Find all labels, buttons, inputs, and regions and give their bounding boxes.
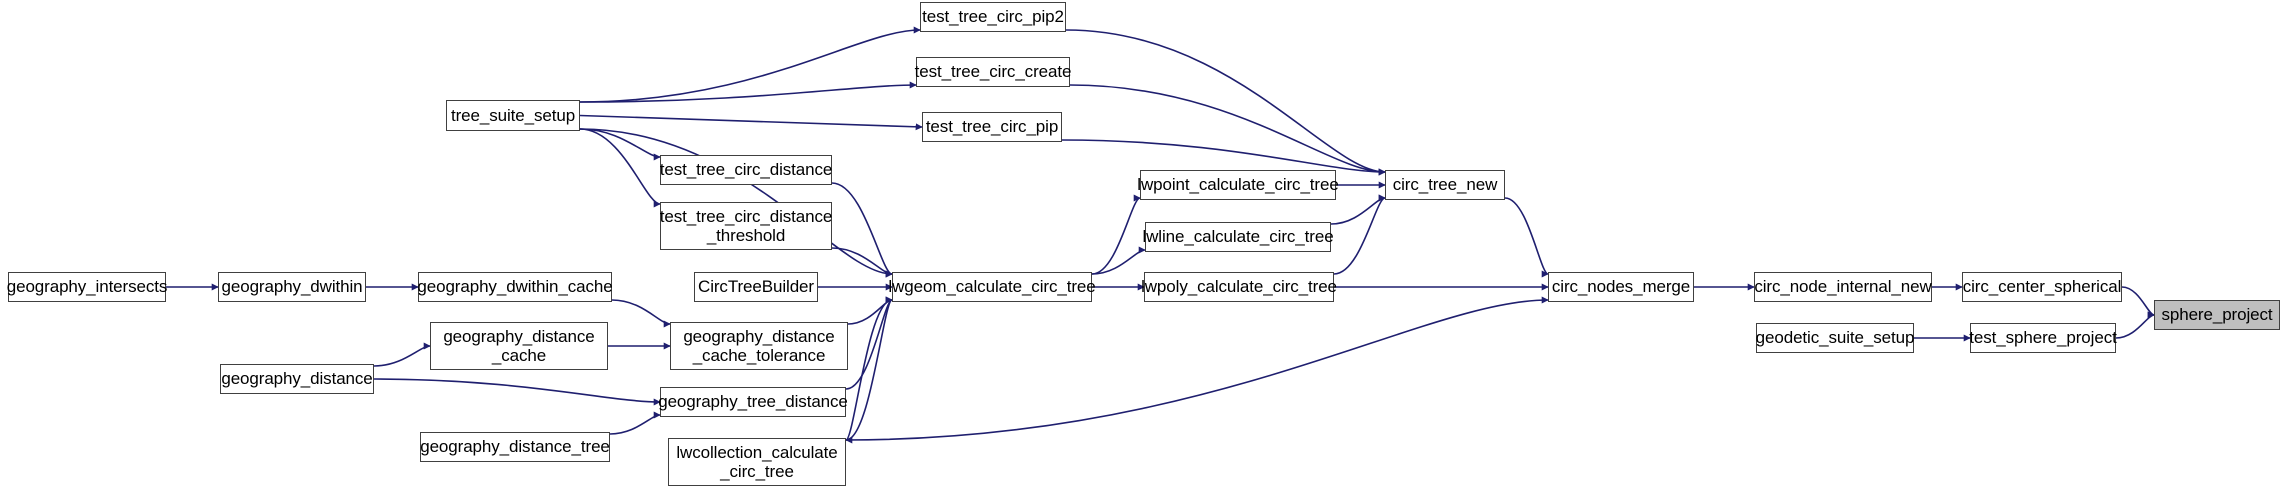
graph-node-geography_distance_cache[interactable]: geography_distance _cache xyxy=(430,322,608,370)
graph-node-label: geography_distance_tree xyxy=(420,437,610,457)
graph-node-geography_distance_tree[interactable]: geography_distance_tree xyxy=(420,432,610,462)
graph-node-label: circ_center_spherical xyxy=(1962,277,2122,297)
graph-node-lwgeom_calculate_circ_tree[interactable]: lwgeom_calculate_circ_tree xyxy=(888,272,1096,302)
graph-node-label: geography_dwithin xyxy=(221,277,363,297)
graph-node-tree_suite_setup[interactable]: tree_suite_setup xyxy=(446,100,580,131)
graph-node-geodetic_suite_setup[interactable]: geodetic_suite_setup xyxy=(1756,323,1914,353)
graph-node-label: geography_distance _cache_tolerance xyxy=(683,326,835,365)
graph-edge-test_tree_circ_pip2--circ_tree_new xyxy=(1065,29,1386,176)
graph-edge-lwcollection_calculate_circ_tree--lwgeom_calculate_circ_tree xyxy=(845,296,893,441)
graph-edge-geography_tree_distance--lwgeom_calculate_circ_tree xyxy=(845,296,893,390)
graph-edge-tree_suite_setup--test_tree_circ_distance xyxy=(579,128,661,161)
graph-edge-test_tree_circ_pip--circ_tree_new xyxy=(1061,139,1386,176)
graph-edge-lwgeom_calculate_circ_tree--lwline_calculate_circ_tree xyxy=(1091,246,1146,275)
graph-node-lwpoint_calculate_circ_tree[interactable]: lwpoint_calculate_circ_tree xyxy=(1137,170,1339,200)
graph-edge-tree_suite_setup--test_tree_circ_create xyxy=(579,81,917,103)
graph-node-test_tree_circ_pip[interactable]: test_tree_circ_pip xyxy=(922,112,1062,142)
graph-node-label: circ_tree_new xyxy=(1392,175,1498,195)
graph-node-test_sphere_project[interactable]: test_sphere_project xyxy=(1969,323,2117,353)
graph-node-lwline_calculate_circ_tree[interactable]: lwline_calculate_circ_tree xyxy=(1142,222,1334,252)
graph-node-circ_tree_new[interactable]: circ_tree_new xyxy=(1385,170,1505,200)
graph-edge-tree_suite_setup--test_tree_circ_pip xyxy=(579,114,923,131)
graph-node-label: test_sphere_project xyxy=(1969,328,2117,348)
graph-edge-test_tree_circ_create--circ_tree_new xyxy=(1069,84,1386,176)
graph-node-label: circ_node_internal_new xyxy=(1754,277,1932,297)
graph-node-label: geography_dwithin_cache xyxy=(417,277,613,297)
graph-node-CircTreeBuilder[interactable]: CircTreeBuilder xyxy=(694,272,818,302)
graph-edge-test_tree_circ_distance--lwgeom_calculate_circ_tree xyxy=(831,182,893,278)
graph-node-circ_center_spherical[interactable]: circ_center_spherical xyxy=(1962,272,2122,302)
graph-node-geography_distance_cache_tolerance[interactable]: geography_distance _cache_tolerance xyxy=(670,322,848,370)
graph-edge-geography_distance--geography_distance_cache xyxy=(373,342,431,367)
graph-node-geography_dwithin[interactable]: geography_dwithin xyxy=(218,272,366,302)
graph-edge-geography_distance_tree--geography_tree_distance xyxy=(609,411,661,435)
graph-node-label: tree_suite_setup xyxy=(450,105,576,125)
graph-node-geography_distance[interactable]: geography_distance xyxy=(220,364,374,394)
graph-node-test_tree_circ_create[interactable]: test_tree_circ_create xyxy=(915,57,1071,87)
graph-edge-lwpoly_calculate_circ_tree--circ_tree_new xyxy=(1333,194,1386,275)
graph-node-label: CircTreeBuilder xyxy=(698,277,814,297)
graph-node-label: circ_nodes_merge xyxy=(1551,277,1691,297)
graph-edge-lwcollection_calculate_circ_tree--circ_nodes_merge xyxy=(845,296,1549,441)
graph-node-test_tree_circ_pip2[interactable]: test_tree_circ_pip2 xyxy=(920,2,1066,32)
graph-node-sphere_project[interactable]: sphere_project xyxy=(2154,300,2280,330)
graph-edge-tree_suite_setup--test_tree_circ_pip2 xyxy=(579,26,921,103)
graph-edge-tree_suite_setup--test_tree_circ_distance_threshold xyxy=(579,128,661,208)
graph-node-circ_nodes_merge[interactable]: circ_nodes_merge xyxy=(1548,272,1694,302)
graph-edge-lwgeom_calculate_circ_tree--lwpoint_calculate_circ_tree xyxy=(1091,194,1141,275)
graph-node-label: test_tree_circ_distance xyxy=(659,160,833,180)
graph-node-label: geography_distance _cache xyxy=(443,326,595,365)
graph-node-geography_tree_distance[interactable]: geography_tree_distance xyxy=(658,387,848,417)
graph-node-label: test_tree_circ_pip xyxy=(925,117,1059,137)
graph-node-label: lwpoly_calculate_circ_tree xyxy=(1141,277,1337,297)
graph-node-test_tree_circ_distance[interactable]: test_tree_circ_distance xyxy=(660,155,832,185)
graph-node-label: test_tree_circ_create xyxy=(914,62,1072,82)
graph-edge-lwgeom_calculate_circ_tree--lwcollection_calculate_circ_tree xyxy=(845,299,893,444)
graph-node-label: lwline_calculate_circ_tree xyxy=(1142,227,1334,247)
graph-node-label: geography_distance xyxy=(221,369,373,389)
graph-edge-geography_distance--geography_tree_distance xyxy=(373,378,661,406)
graph-edge-geography_dwithin_cache--geography_distance_cache_tolerance xyxy=(611,299,671,328)
graph-node-circ_node_internal_new[interactable]: circ_node_internal_new xyxy=(1754,272,1932,302)
graph-node-label: geodetic_suite_setup xyxy=(1755,328,1915,348)
graph-node-geography_intersects[interactable]: geography_intersects xyxy=(7,272,167,302)
graph-node-lwcollection_calculate_circ_tree[interactable]: lwcollection_calculate _circ_tree xyxy=(668,438,846,486)
graph-node-label: sphere_project xyxy=(2161,305,2273,325)
graph-edge-lwline_calculate_circ_tree--circ_tree_new xyxy=(1330,194,1386,225)
graph-node-test_tree_circ_distance_threshold[interactable]: test_tree_circ_distance _threshold xyxy=(660,202,832,250)
graph-edge-test_tree_circ_distance_threshold--lwgeom_calculate_circ_tree xyxy=(831,247,893,278)
graph-node-label: test_tree_circ_distance _threshold xyxy=(659,206,833,245)
graph-node-label: test_tree_circ_pip2 xyxy=(922,7,1064,27)
graph-node-label: geography_tree_distance xyxy=(658,392,848,412)
graph-node-label: geography_intersects xyxy=(6,277,168,297)
graph-node-lwpoly_calculate_circ_tree[interactable]: lwpoly_calculate_circ_tree xyxy=(1141,272,1337,302)
graph-node-label: lwcollection_calculate _circ_tree xyxy=(676,442,838,481)
graph-node-geography_dwithin_cache[interactable]: geography_dwithin_cache xyxy=(417,272,613,302)
graph-edge-geography_distance_cache_tolerance--lwgeom_calculate_circ_tree xyxy=(847,296,893,325)
graph-node-label: lwpoint_calculate_circ_tree xyxy=(1137,175,1339,195)
graph-edge-circ_tree_new--circ_nodes_merge xyxy=(1504,197,1549,278)
graph-node-label: lwgeom_calculate_circ_tree xyxy=(888,277,1096,297)
